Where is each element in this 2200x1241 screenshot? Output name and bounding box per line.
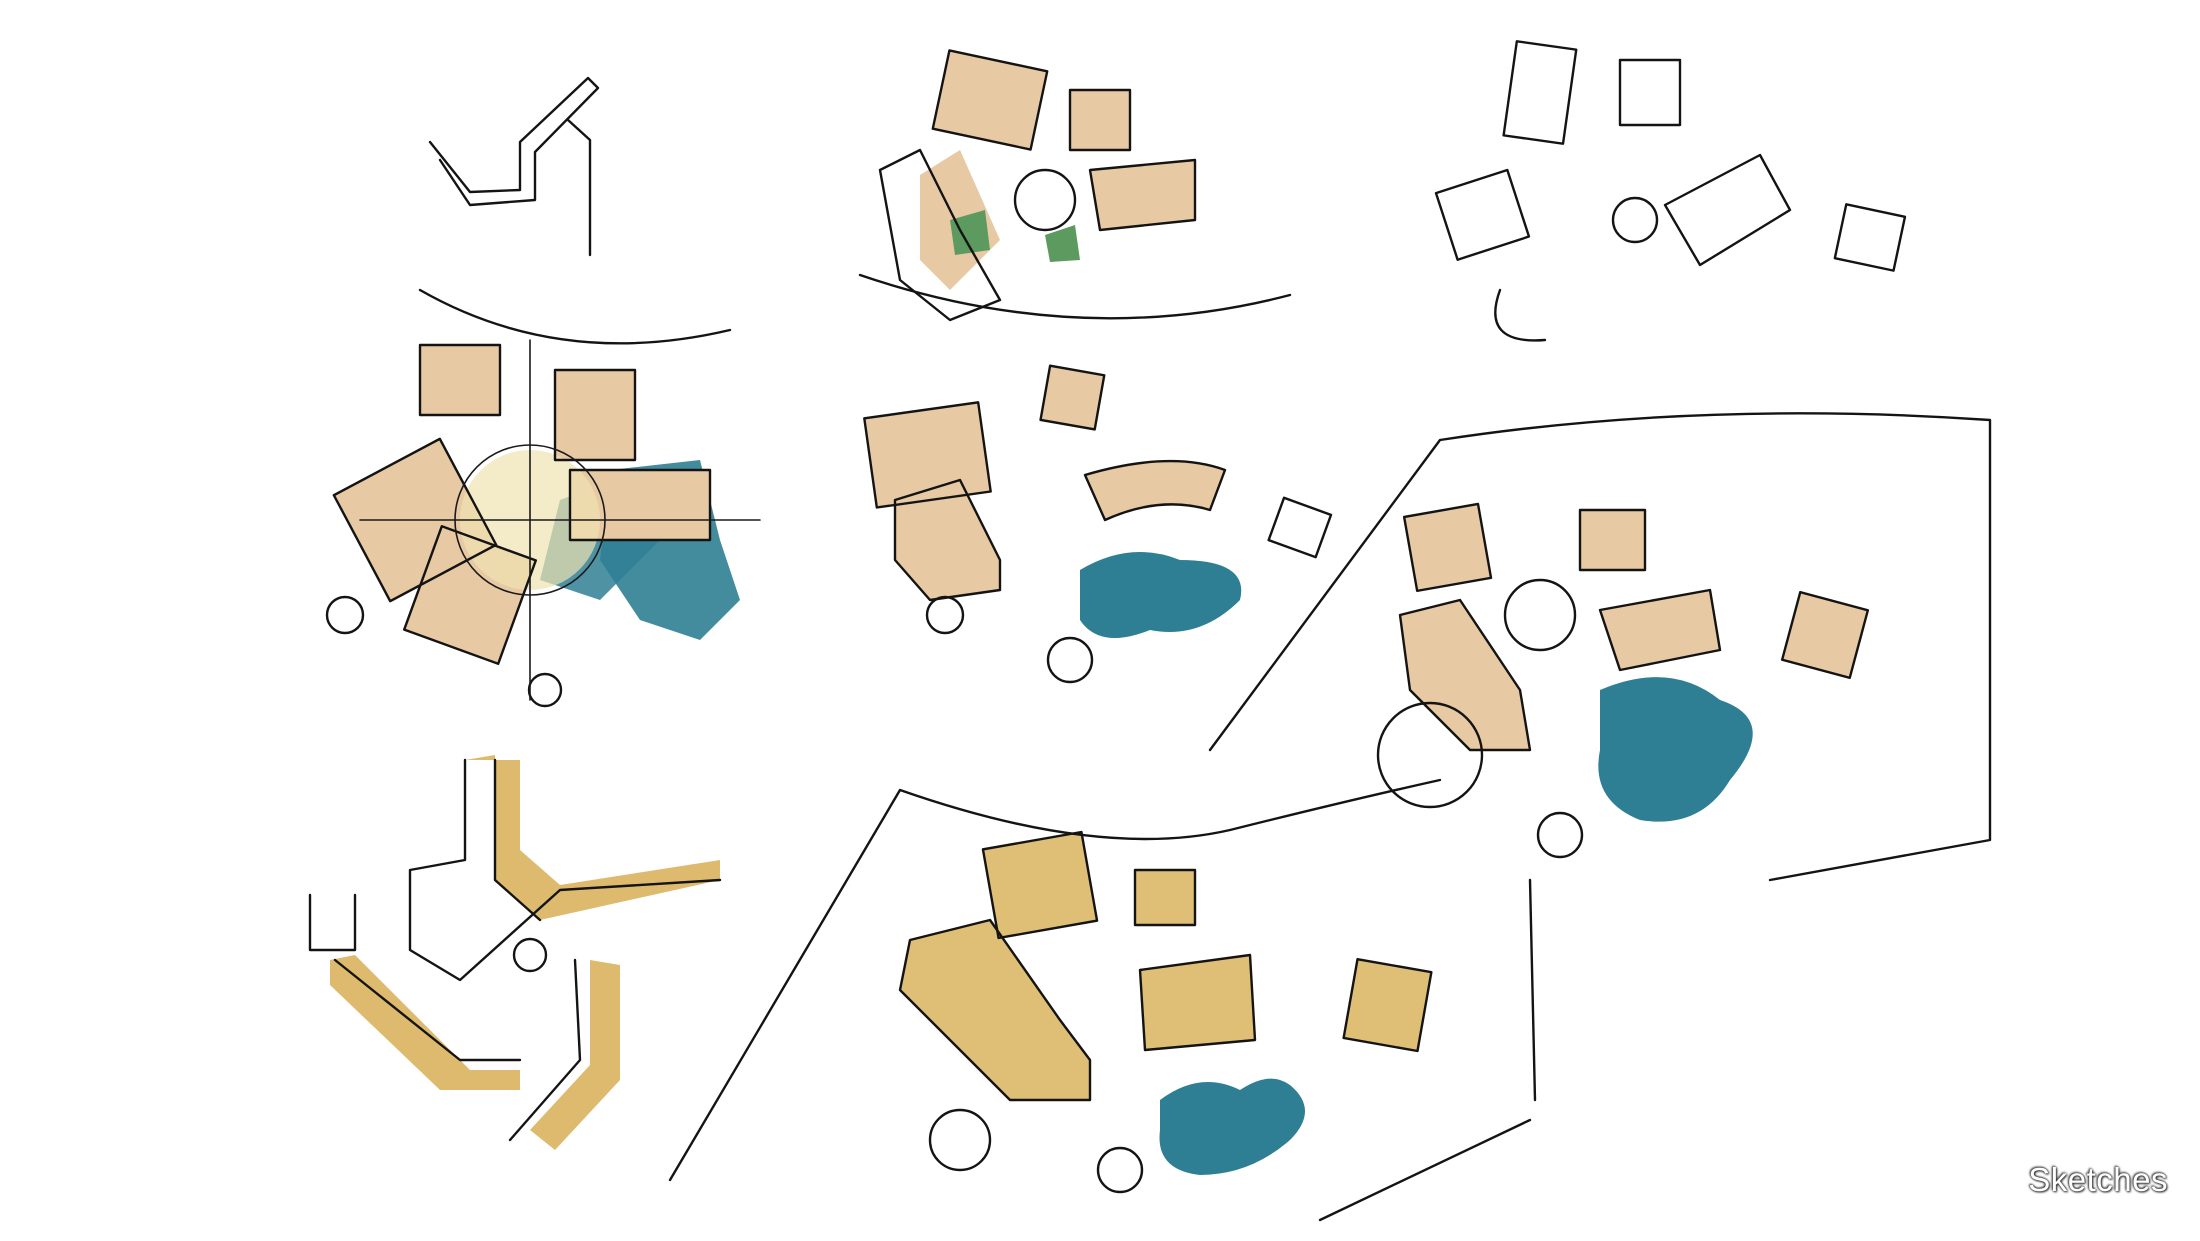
- sketch-center-plan: [863, 364, 1333, 684]
- sketch-courtyard-plan: [858, 49, 1292, 322]
- sketch-line-plan: [1434, 40, 1907, 342]
- sketch-right-plan: [1208, 412, 1992, 882]
- caption-label: Sketches: [2028, 1161, 2168, 1198]
- sketch-band-study: [308, 755, 722, 1150]
- sketch-concept-lines: [418, 76, 732, 345]
- sketch-bottom-plan: [668, 778, 1532, 1222]
- sketch-pinwheel-plan: [325, 339, 761, 708]
- sketch-site-edge: [1528, 878, 1537, 1102]
